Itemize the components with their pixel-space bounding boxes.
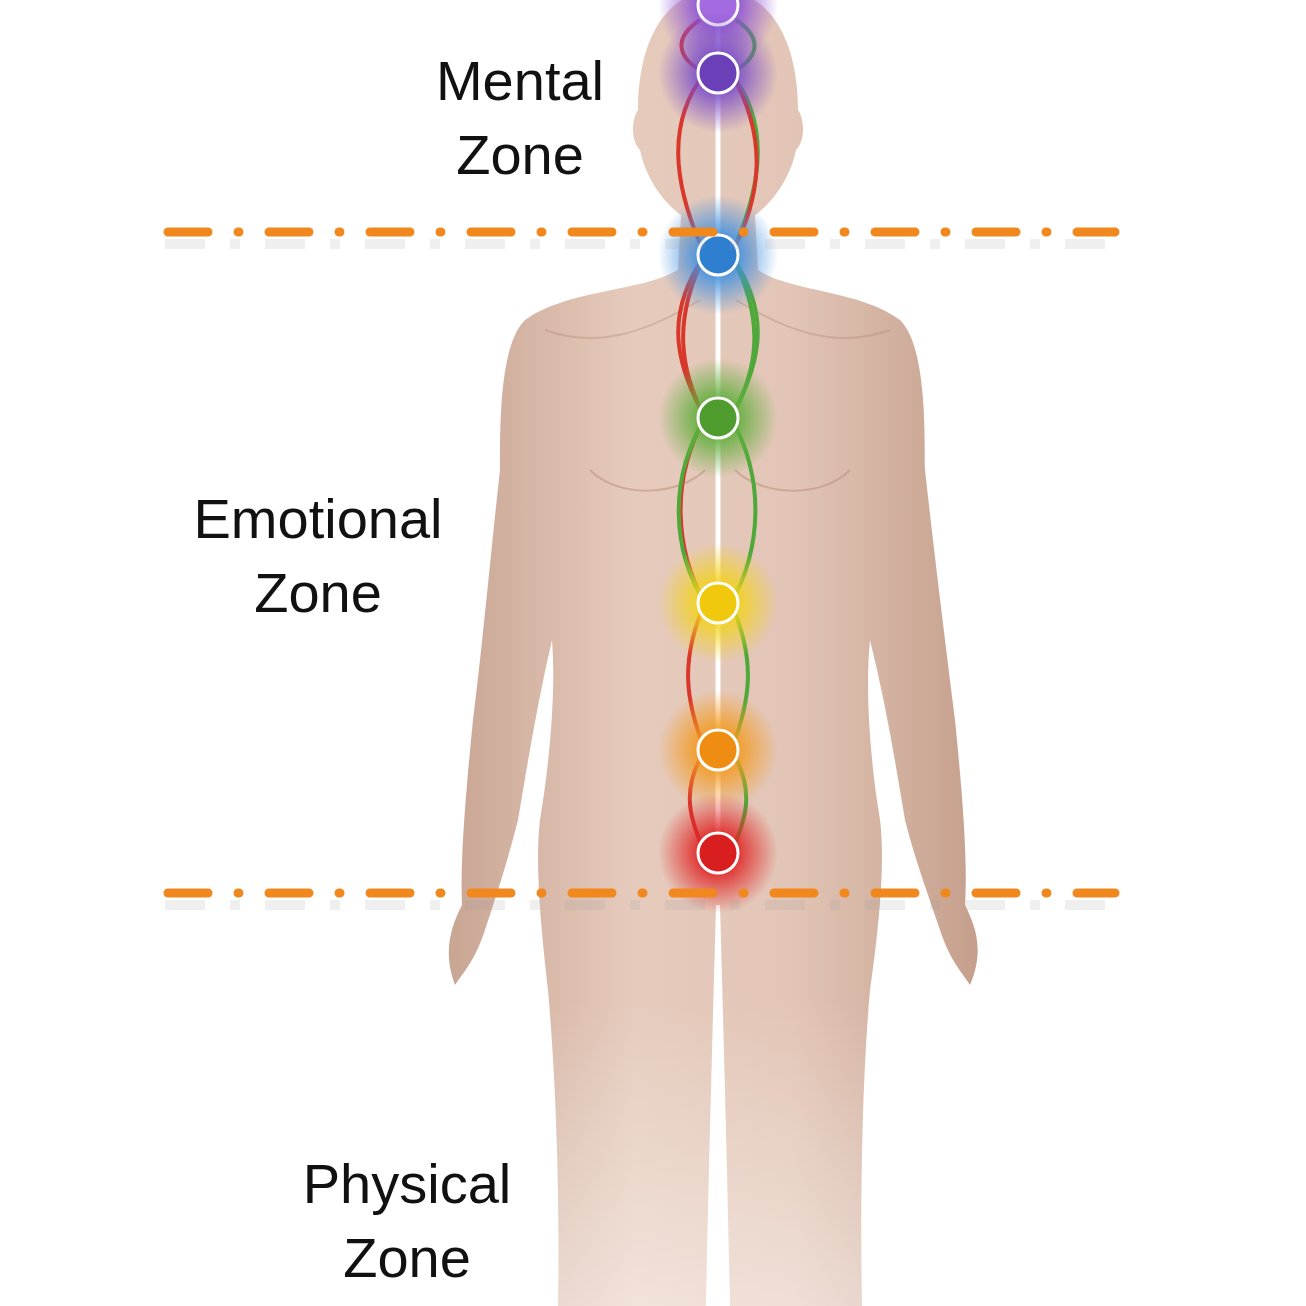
zone-label: Physical Zone <box>280 1147 535 1295</box>
zone-label: Mental Zone <box>413 44 628 192</box>
zone-label: Emotional Zone <box>171 482 466 630</box>
zone-dividers <box>165 232 1118 905</box>
body-silhouette <box>449 0 990 1306</box>
chakra-symbols <box>658 0 778 913</box>
